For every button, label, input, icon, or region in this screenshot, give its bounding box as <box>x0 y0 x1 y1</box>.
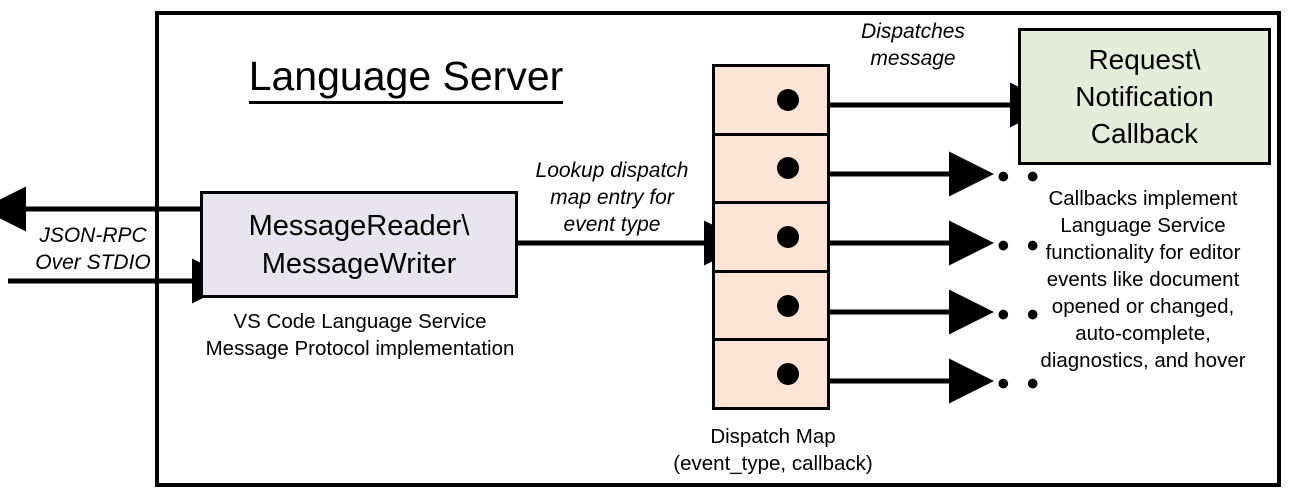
entry-dot-icon <box>777 294 799 317</box>
node-message-reader-writer-label: MessageReader\ MessageWriter <box>248 209 470 280</box>
node-dispatch-map-caption: Dispatch Map (event_type, callback) <box>673 425 873 475</box>
node-message-reader-writer[interactable]: MessageReader\ MessageWriter <box>200 191 518 298</box>
ellipsis-row-5: • • • <box>968 365 1043 403</box>
entry-dot-icon <box>777 363 799 386</box>
ellipsis-row-4: • • • <box>968 296 1043 334</box>
ellipsis-row-3: • • • <box>968 227 1043 265</box>
dispatch-map-row[interactable] <box>715 67 827 136</box>
ellipsis-row-2: • • • <box>968 158 1043 196</box>
node-message-reader-writer-caption: VS Code Language Service Message Protoco… <box>205 310 515 360</box>
entry-dot-icon <box>777 157 799 180</box>
entry-dot-icon <box>777 225 799 248</box>
edge-label-dispatches: Dispatches message <box>861 20 965 70</box>
edge-label-jsonrpc: JSON-RPC Over STDIO <box>35 224 151 274</box>
dispatch-map-row[interactable] <box>715 273 827 342</box>
node-request-notification-callback-caption: Callbacks implement Language Service fun… <box>1040 187 1246 372</box>
node-dispatch-map[interactable] <box>712 64 830 410</box>
node-request-notification-callback[interactable]: Request\ Notification Callback <box>1018 28 1271 165</box>
language-server-boundary <box>155 11 1281 487</box>
edge-label-lookup: Lookup dispatch map entry for event type <box>535 159 689 236</box>
page-title: Language Server <box>236 52 576 104</box>
entry-dot-icon <box>777 88 799 111</box>
dispatch-map-row[interactable] <box>715 136 827 205</box>
node-request-notification-callback-label: Request\ Notification Callback <box>1075 44 1214 149</box>
dispatch-map-row[interactable] <box>715 341 827 407</box>
page-title-text: Language Server <box>248 53 564 104</box>
dispatch-map-row[interactable] <box>715 204 827 273</box>
